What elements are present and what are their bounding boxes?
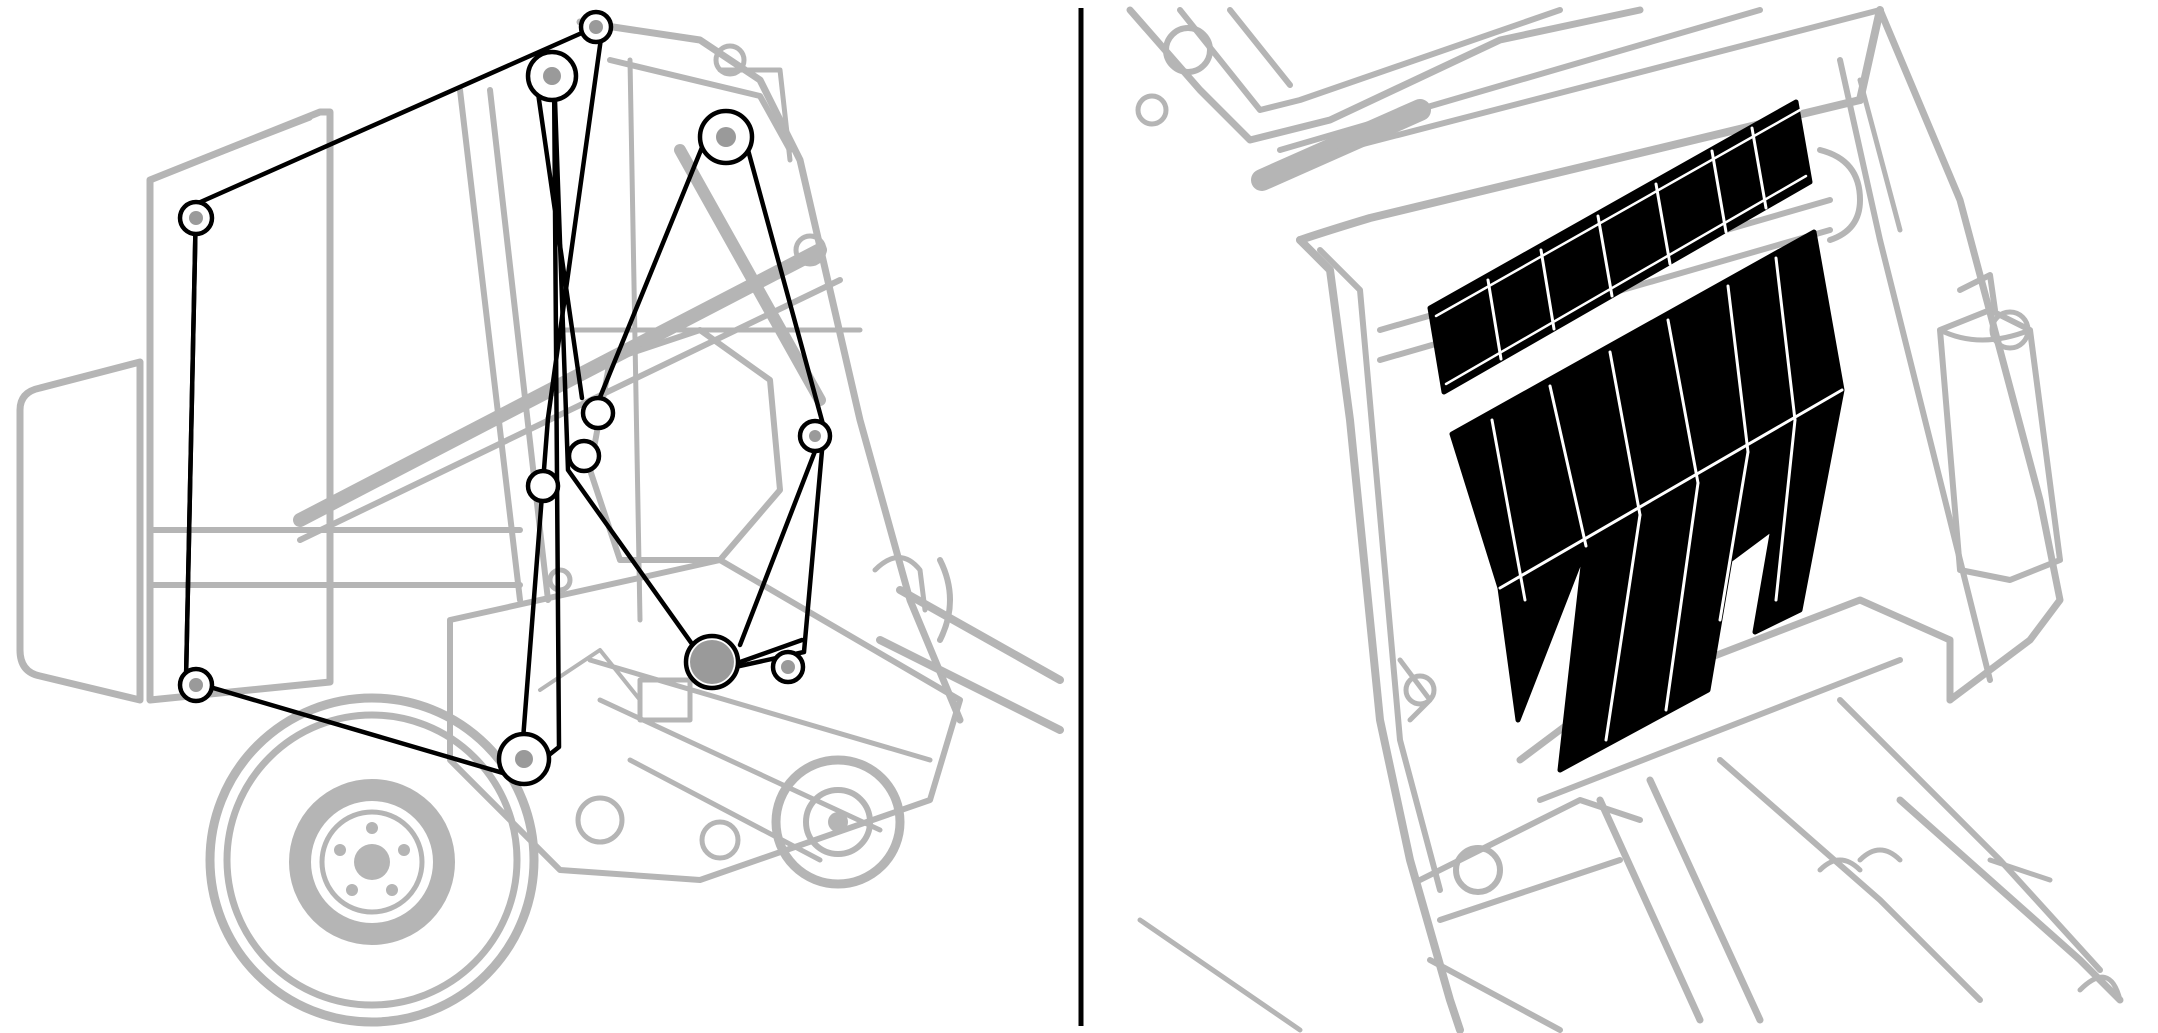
roller-mid-1 bbox=[580, 395, 616, 431]
lower-belt-seams bbox=[1490, 256, 1844, 742]
baler-side-outline bbox=[16, 18, 1064, 1027]
baler-rear-outline bbox=[1126, 6, 2124, 1033]
roller-drive bbox=[683, 633, 741, 691]
chamber-belts bbox=[1427, 99, 1845, 773]
right-view-baler-rear bbox=[1126, 6, 2124, 1033]
roller-bottom-front bbox=[177, 666, 215, 704]
belt-rollers bbox=[177, 9, 833, 787]
roller-top-peak bbox=[578, 9, 614, 45]
roller-tensioner-top bbox=[697, 108, 755, 166]
upper-belt-seams bbox=[1434, 108, 1808, 386]
roller-top-front bbox=[177, 199, 215, 237]
roller-mid-3 bbox=[525, 468, 561, 504]
roller-top-upper bbox=[525, 49, 579, 103]
left-view-baler-side bbox=[16, 9, 1064, 1027]
roller-rear bbox=[797, 418, 833, 454]
roller-bottom-rear bbox=[770, 649, 806, 685]
lower-belt bbox=[183, 201, 827, 781]
roller-mid-2 bbox=[566, 438, 602, 474]
inner-belt bbox=[551, 69, 827, 675]
roller-bottom-center bbox=[496, 731, 552, 787]
belt-routing bbox=[183, 13, 827, 781]
